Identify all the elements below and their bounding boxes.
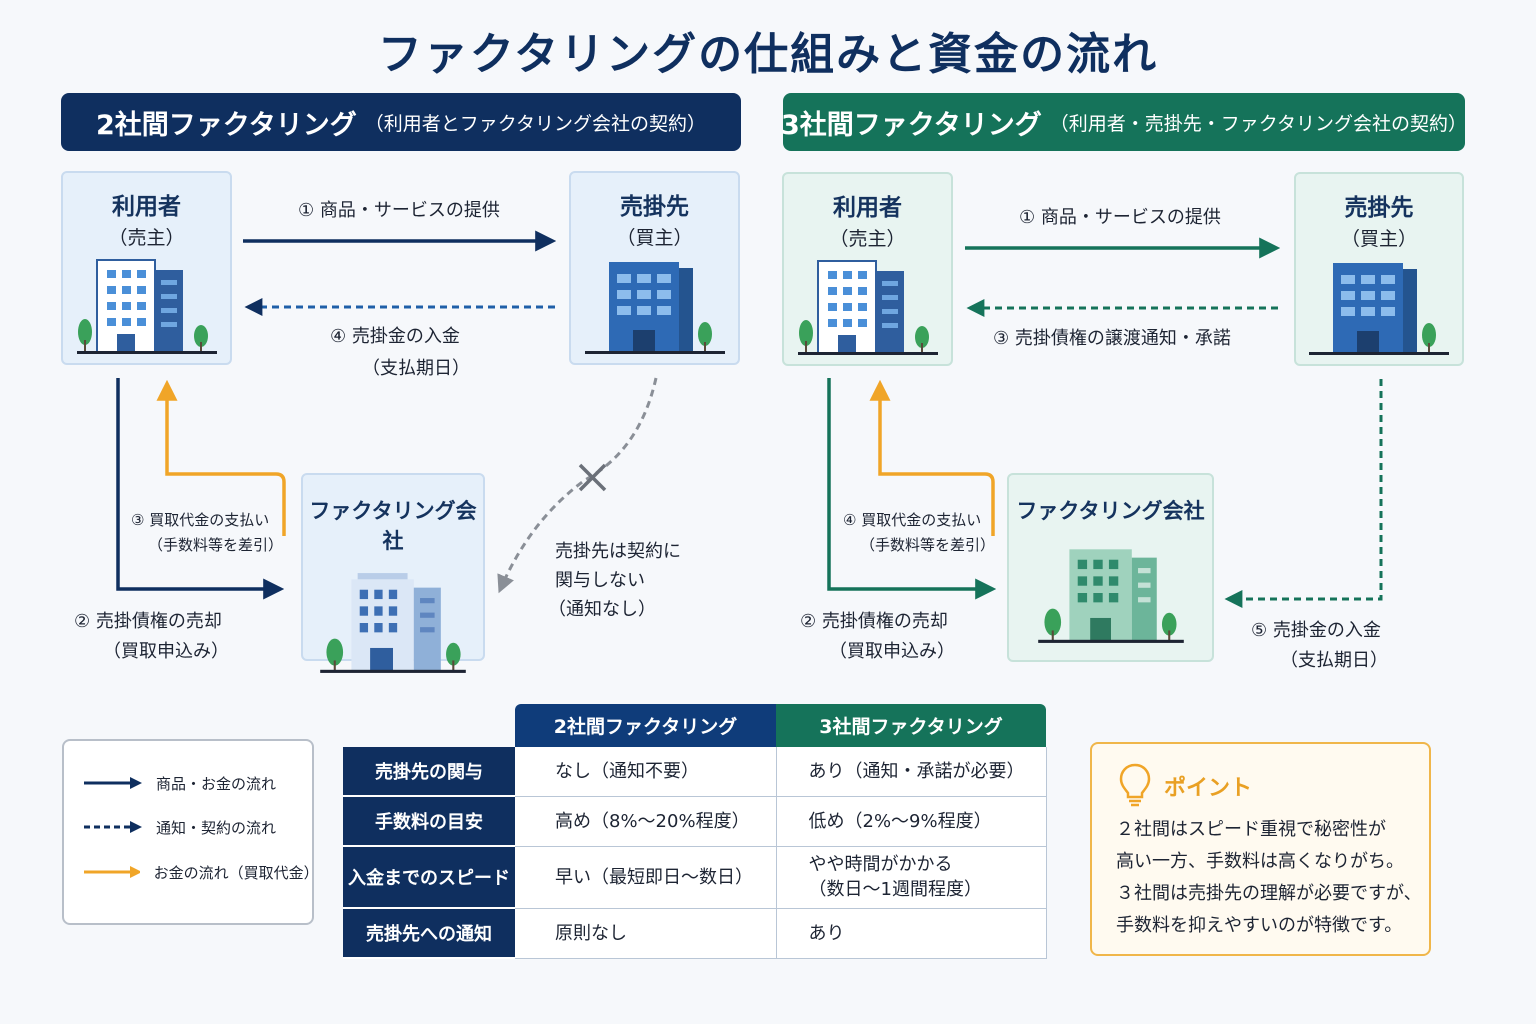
label-step3-sub: （手数料等を差引） [148,536,284,554]
three-party-user-box: 利用者 （売主） [782,172,953,366]
cell-line: やや時間がかかる [808,854,953,875]
row-header: 売掛先の関与 [343,747,515,797]
label-step3: ③ 売掛債権の譲渡通知・承諾 [993,328,1231,349]
label-step1: ① 商品・サービスの提供 [1019,207,1221,228]
label-step4-sub: （支払期日） [362,358,470,379]
lightbulb-icon [1119,763,1151,807]
label-step2: ② 売掛債権の売却 [800,611,948,632]
label-step4: ④ 買取代金の支払い [843,511,982,529]
cell-two-party: 高め（8%〜20%程度） [515,796,777,847]
col-header-two-party: 2社間ファクタリング [515,704,776,747]
point-text: ２社間はスピード重視で秘密性が 高い一方、手数料は高くなりがち。 ３社間は売掛先… [1116,814,1422,942]
cell-two-party: 早い（最短即日〜数日） [515,846,777,909]
col-header-three-party: 3社間ファクタリング [776,704,1046,747]
arrow-purchase-payment [869,379,995,536]
arrow-purchase-payment [156,379,286,536]
factor-name: ファクタリング会社 [1016,499,1205,523]
arrow-collection-dashed [1224,379,1383,608]
point-line: ２社間はスピード重視で秘密性が [1116,819,1386,840]
table-row: 売掛先への通知 原則なし あり [343,908,1047,959]
legend-item-goods-money: 商品・お金の流れ [82,768,276,798]
label-step5: ⑤ 売掛金の入金 [1251,620,1381,641]
cell-three-party: あり [776,908,1047,959]
legend-label: お金の流れ（買取代金） [153,863,319,882]
arrow-sell-receivable [116,378,285,600]
row-header: 売掛先への通知 [343,908,515,959]
point-line: ３社間は売掛先の理解が必要ですが、 [1116,883,1422,904]
row-header: 手数料の目安 [343,796,515,847]
point-line: 手数料を抑えやすいのが特徴です。 [1116,915,1403,936]
buyer-role: （買主） [1340,228,1417,250]
label-step1: ① 商品・サービスの提供 [298,200,500,221]
row-header: 入金までのスピード [343,846,515,909]
cell-three-party: やや時間がかかる （数日〜1週間程度） [776,846,1047,909]
buyer-name: 売掛先 [1344,195,1414,221]
label-step4-sub: （手数料等を差引） [860,536,996,554]
label-step2-sub: （買取申込み） [103,641,229,662]
note-line3: （通知なし） [548,599,656,620]
legend: 商品・お金の流れ 通知・契約の流れ お金の流れ（買取代金） [62,739,319,925]
buyer-role: （買主） [616,227,693,249]
two-party-heading-sub: （利用者とファクタリング会社の契約） [364,112,706,135]
cell-two-party: 原則なし [515,908,777,959]
buyer-name: 売掛先 [620,194,689,220]
two-party-buyer-box: 売掛先 （買主） [569,171,740,365]
arrow-no-involvement [497,377,658,594]
two-party-heading: 2社間ファクタリング [96,109,357,141]
three-party-buyer-box: 売掛先 （買主） [1294,172,1464,366]
label-step5-sub: （支払期日） [1280,650,1388,671]
cell-two-party: なし（通知不要） [515,747,777,797]
cell-three-party: 低め（2%〜9%程度） [776,796,1047,847]
dashed-arrow-icon [84,821,142,833]
user-role: （売主） [829,228,906,250]
legend-item-money-purchase: お金の流れ（買取代金） [82,857,319,887]
legend-item-notice-contract: 通知・契約の流れ [82,812,276,842]
three-party-factor-box: ファクタリング会社 [1007,473,1214,662]
label-step3: ③ 買取代金の支払い [131,511,270,529]
point-box: ポイント ２社間はスピード重視で秘密性が 高い一方、手数料は高くなりがち。 ３社… [1090,742,1431,956]
cell-three-party: あり（通知・承諾が必要） [776,747,1047,797]
three-party-heading-sub: （利用者・売掛先・ファクタリング会社の契約） [1049,112,1467,135]
label-step2-sub: （買取申込み） [829,641,955,662]
note-line2: 関与しない [555,570,645,591]
legend-label: 通知・契約の流れ [156,818,277,837]
user-role: （売主） [108,227,185,249]
page-title: ファクタリングの仕組みと資金の流れ [377,29,1159,80]
table-row: 入金までのスピード 早い（最短即日〜数日） やや時間がかかる （数日〜1週間程度… [343,846,1047,909]
solid-arrow-icon [84,777,142,789]
two-party-user-box: 利用者 （売主） [61,171,232,365]
point-line: 高い一方、手数料は高くなりがち。 [1116,851,1404,872]
legend-label: 商品・お金の流れ [156,774,277,793]
user-name: 利用者 [833,195,902,221]
note-line1: 売掛先は契約に [555,541,681,562]
arrow-sell-receivable [827,378,997,600]
label-step2: ② 売掛債権の売却 [74,611,222,632]
comparison-table: 2社間ファクタリング 3社間ファクタリング 売掛先の関与 なし（通知不要） あり… [343,704,1047,959]
cross-icon [578,463,607,492]
orange-arrow-icon [84,866,140,878]
table-header-row: 2社間ファクタリング 3社間ファクタリング [343,704,1046,747]
label-step4: ④ 売掛金の入金 [330,326,460,347]
factor-name: ファクタリング会社 [309,499,477,553]
point-heading: ポイント [1164,776,1253,801]
two-party-banner: 2社間ファクタリング （利用者とファクタリング会社の契約） [61,93,741,151]
table-row: 売掛先の関与 なし（通知不要） あり（通知・承諾が必要） [343,747,1047,797]
two-party-factor-box: ファクタリング会社 [301,473,485,661]
three-party-banner: 3社間ファクタリング （利用者・売掛先・ファクタリング会社の契約） [781,93,1467,151]
user-name: 利用者 [112,194,181,220]
three-party-heading: 3社間ファクタリング [781,109,1042,141]
cell-line: （数日〜1週間程度） [808,879,982,900]
table-row: 手数料の目安 高め（8%〜20%程度） 低め（2%〜9%程度） [343,796,1047,847]
